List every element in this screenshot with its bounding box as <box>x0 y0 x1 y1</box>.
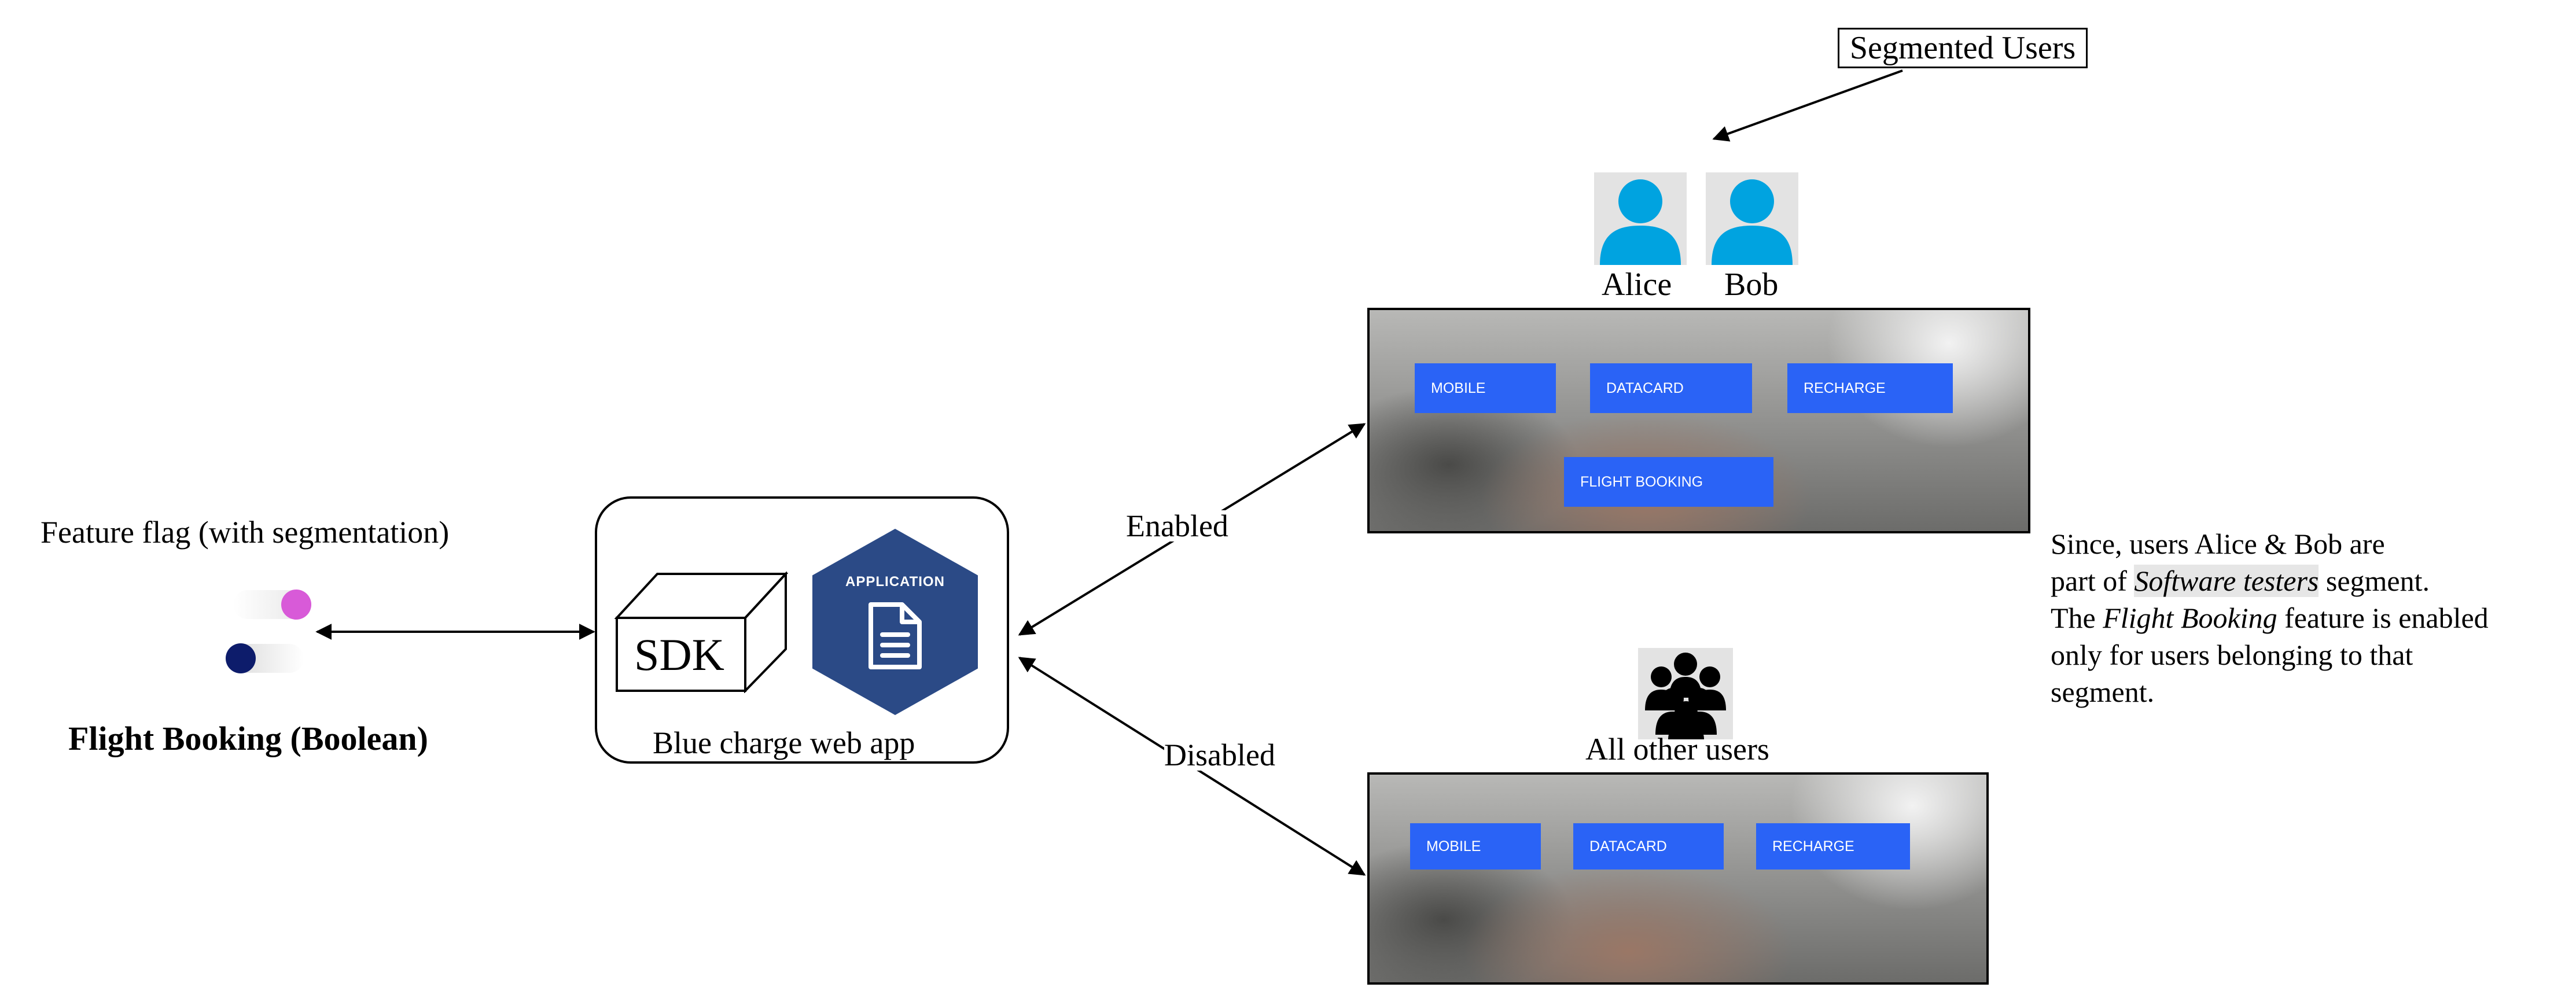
document-icon <box>869 602 922 669</box>
all-other-users-label: All other users <box>1585 732 1769 767</box>
note-line-5: segment. <box>2051 676 2155 708</box>
note-line-3-post: feature is enabled <box>2277 602 2489 634</box>
toggle-on-icon <box>233 590 311 620</box>
feature-flag-title: Feature flag (with segmentation) <box>41 515 450 550</box>
web-app-caption: Blue charge web app <box>653 725 915 760</box>
segmented-users-arrow <box>1712 69 1903 142</box>
note-line-2: part of Software testers segment. <box>2051 562 2489 599</box>
person-icon <box>1600 179 1681 265</box>
sdk-label: SDK <box>634 629 724 680</box>
disabled-label: Disabled <box>1164 738 1275 772</box>
application-icon-label: APPLICATION <box>845 574 945 590</box>
screen-without-feature: MOBILE DATACARD RECHARGE <box>1367 772 1989 985</box>
segmented-users-box: Segmented Users <box>1838 28 2088 68</box>
note-line-2-pre: part of <box>2051 565 2135 597</box>
toggle-off-knob <box>226 643 256 673</box>
user-name-alice: Alice <box>1602 267 1672 303</box>
recharge-button[interactable]: RECHARGE <box>1787 363 1953 413</box>
explanation-note: Since, users Alice & Bob are part of Sof… <box>2051 525 2489 710</box>
sdk-cube-icon: SDK <box>614 572 788 693</box>
user-group-icon <box>1638 648 1733 739</box>
user-icon-alice <box>1594 172 1687 265</box>
note-line-3-pre: The <box>2051 602 2103 634</box>
toggle-on-knob <box>281 590 311 620</box>
datacard-button[interactable]: DATACARD <box>1590 363 1752 413</box>
toggle-off-icon <box>226 643 304 673</box>
enabled-label: Enabled <box>1126 509 1228 543</box>
datacard-button[interactable]: DATACARD <box>1573 823 1724 870</box>
note-line-2-post: segment. <box>2319 565 2430 597</box>
flight-booking-button[interactable]: FLIGHT BOOKING <box>1564 457 1773 507</box>
recharge-button[interactable]: RECHARGE <box>1756 823 1910 870</box>
mobile-button[interactable]: MOBILE <box>1410 823 1541 870</box>
feature-flag-name: Flight Booking (Boolean) <box>68 720 428 757</box>
person-icon <box>1712 179 1793 265</box>
segmented-users-label: Segmented Users <box>1849 30 2076 66</box>
note-line-3: The Flight Booking feature is enabled <box>2051 599 2489 636</box>
segment-name: Software testers <box>2134 565 2319 597</box>
note-line-1: Since, users Alice & Bob are <box>2051 528 2385 560</box>
mobile-button[interactable]: MOBILE <box>1415 363 1556 413</box>
screen-with-feature: MOBILE DATACARD RECHARGE FLIGHT BOOKING <box>1367 308 2030 533</box>
user-name-bob: Bob <box>1724 267 1779 303</box>
web-app-box <box>595 496 1009 764</box>
feature-name: Flight Booking <box>2103 602 2277 634</box>
user-icon-bob <box>1706 172 1798 265</box>
note-line-4: only for users belonging to that <box>2051 639 2413 671</box>
